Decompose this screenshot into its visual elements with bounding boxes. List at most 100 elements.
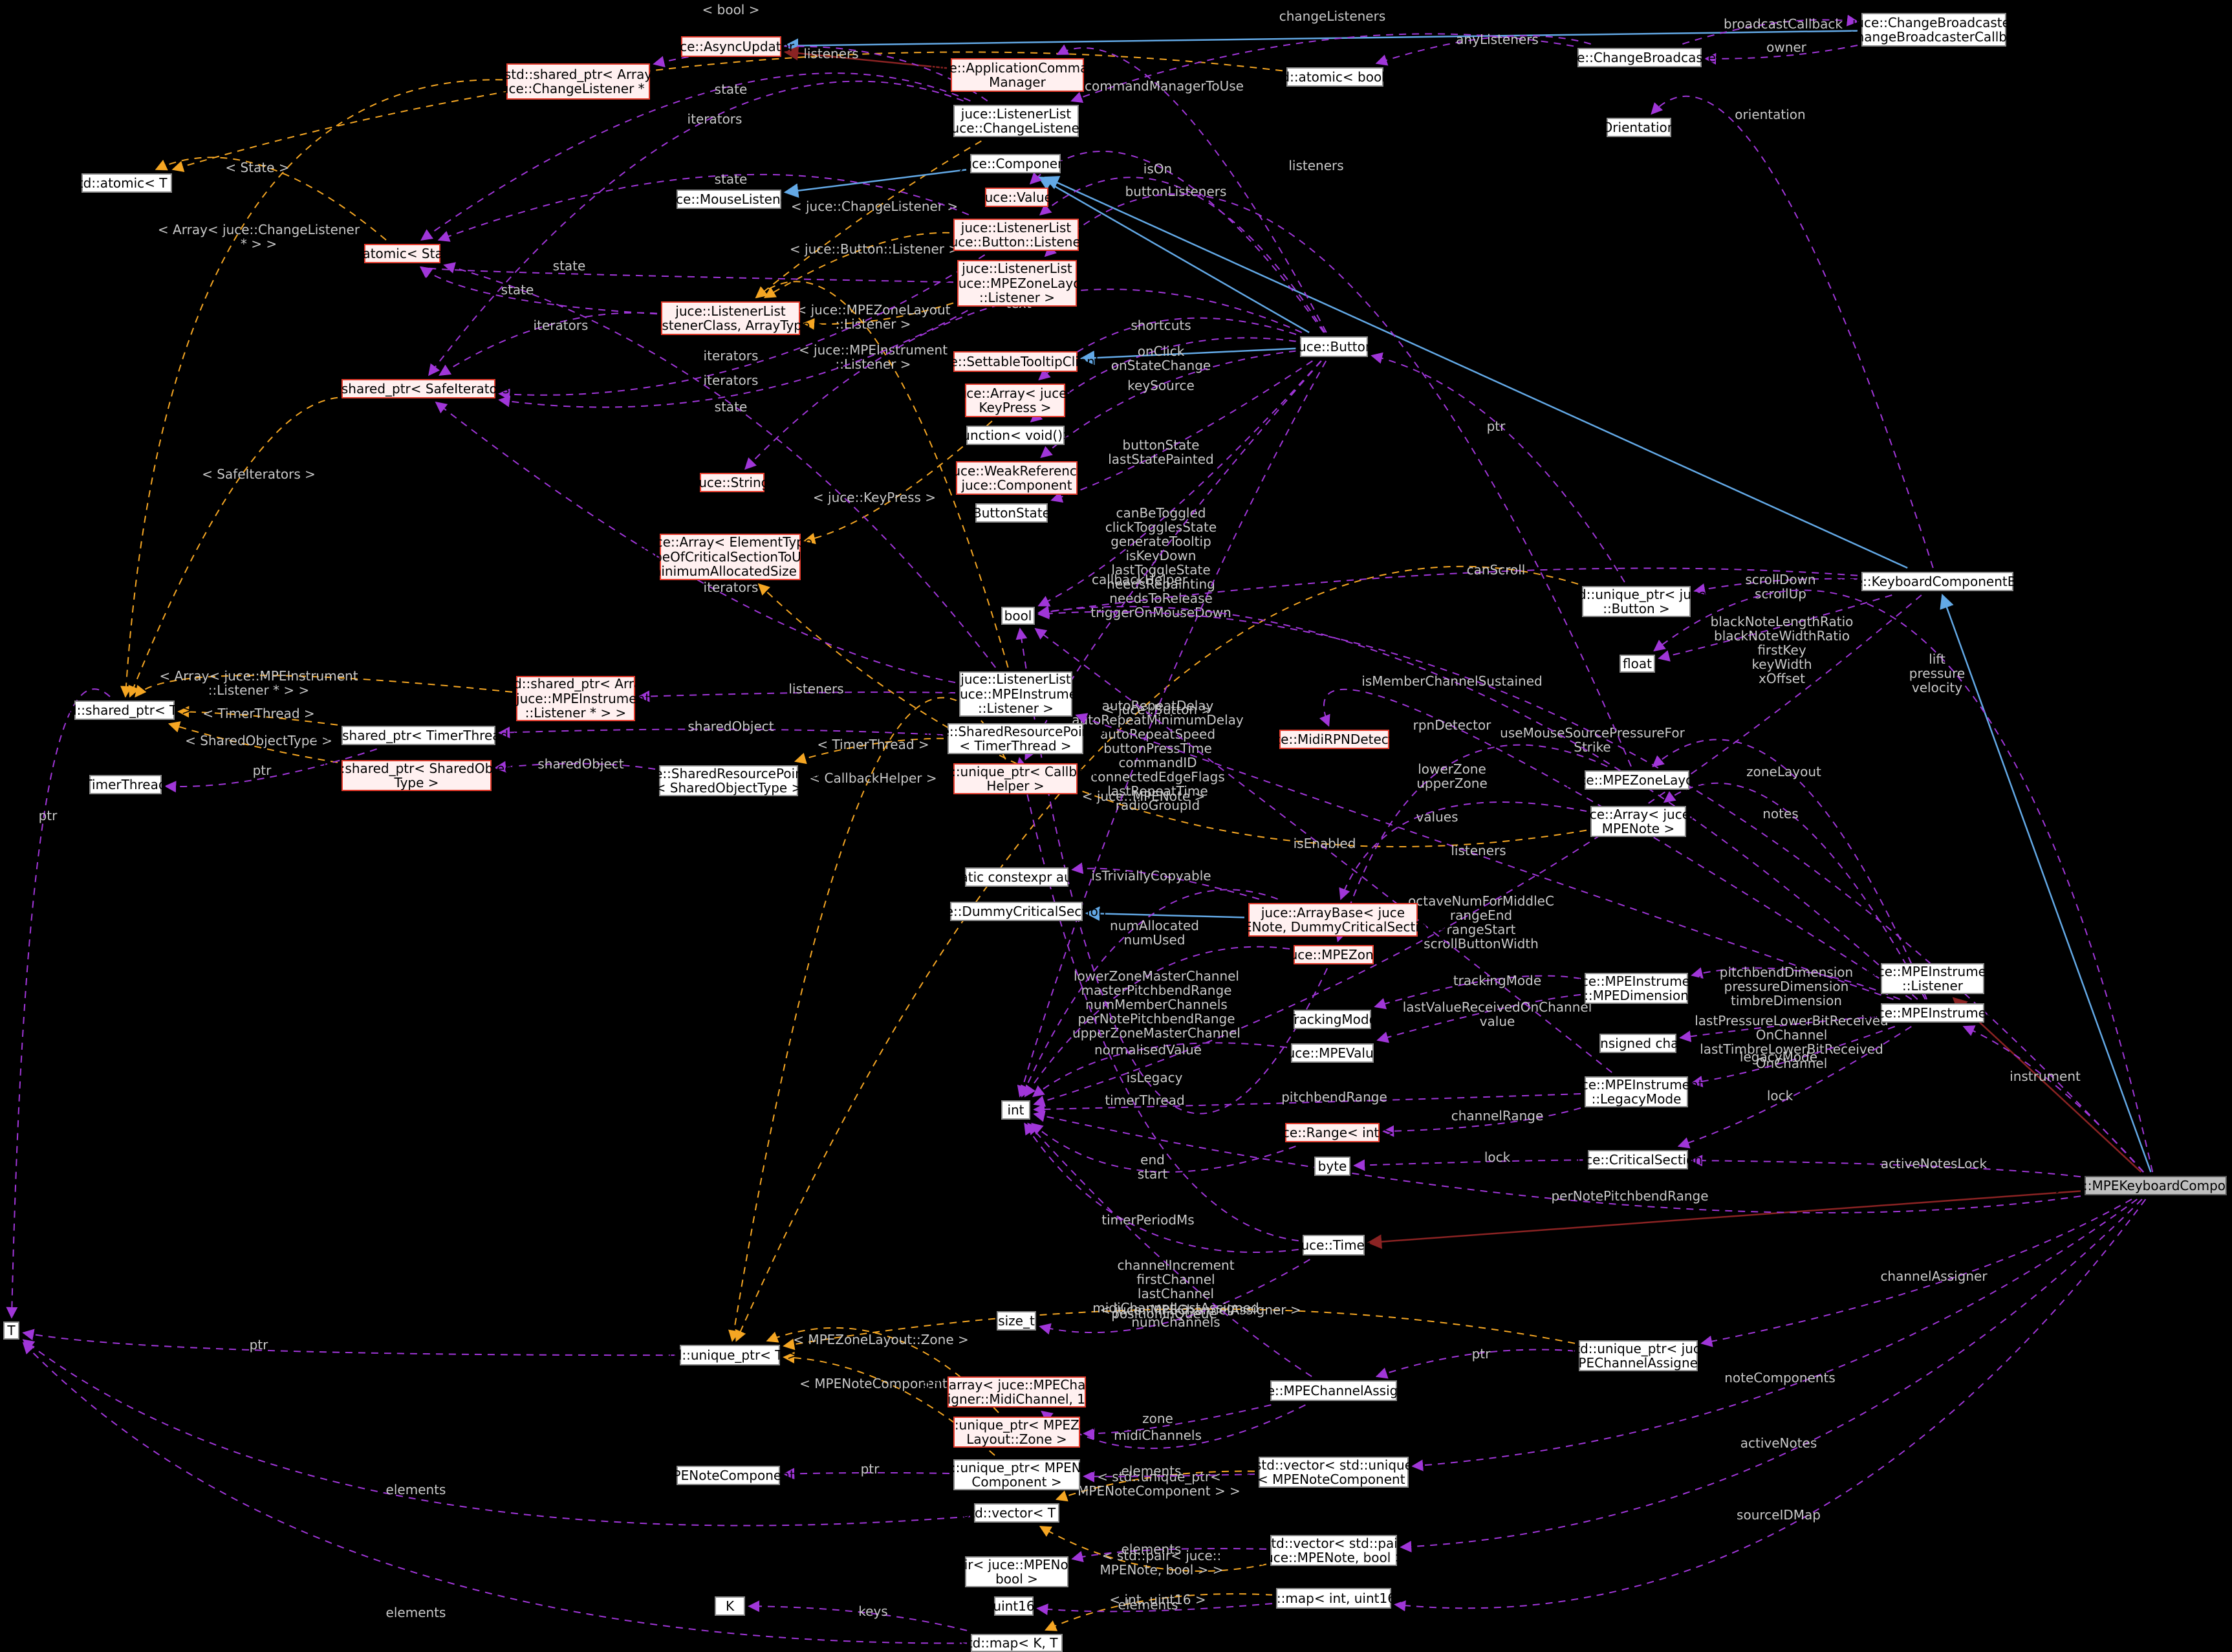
node-settableTooltip[interactable]: juce::SettableTooltipClient xyxy=(931,351,1100,372)
node-spSafeIter[interactable]: std::shared_ptr< SafeIterators > xyxy=(312,379,525,398)
node-llTemplate[interactable]: juce::ListenerList < ListenerClass, Arra… xyxy=(636,301,825,335)
node-zoneLayout[interactable]: juce::MPEZoneLayout xyxy=(1567,770,1707,790)
edge-llButton-spSafeIter xyxy=(498,254,986,400)
node-atomicT[interactable]: std::atomic< T > xyxy=(71,173,182,193)
node-byteBox[interactable]: byte xyxy=(1314,1157,1350,1176)
node-srpTimer[interactable]: juce::SharedResourcePointer < TimerThrea… xyxy=(922,723,1109,754)
node-changeBroadcaster[interactable]: juce::ChangeBroadcaster xyxy=(1558,48,1721,67)
edge-mpeValue-intBox xyxy=(1032,1042,1288,1098)
node-arrayKeyPress[interactable]: juce::Array< juce:: KeyPress > xyxy=(955,384,1076,417)
node-vectorT[interactable]: std::vector< T > xyxy=(963,1503,1070,1523)
edge-llButton-llTemplate xyxy=(763,232,950,298)
node-vecNote[interactable]: std::vector< std::unique _ptr< MPENoteCo… xyxy=(1232,1457,1435,1488)
node-mpeDim[interactable]: juce::MPEInstrument ::MPEDimension xyxy=(1569,973,1704,1004)
node-upT[interactable]: std::unique_ptr< T > xyxy=(662,1345,798,1365)
node-weakRef[interactable]: juce::WeakReference < juce::Component > xyxy=(946,461,1087,495)
edge-mpeKC-critSec xyxy=(1691,1155,2081,1178)
node-sizeT[interactable]: size_t xyxy=(997,1311,1036,1331)
node-legacyMode[interactable]: juce::MPEInstrument ::LegacyMode xyxy=(1569,1076,1704,1107)
node-mpeListener[interactable]: juce::MPEInstrument ::Listener xyxy=(1865,963,2000,994)
node-llButton[interactable]: juce::ListenerList < juce::Button::Liste… xyxy=(931,219,1101,251)
node-floatBox[interactable]: float xyxy=(1620,655,1655,673)
edge-llMPE-spSafeIter xyxy=(435,401,956,684)
node-llChange[interactable]: juce::ListenerList < juce::ChangeListene… xyxy=(932,105,1100,137)
node-noteComp[interactable]: MPENoteComponent xyxy=(662,1466,795,1485)
node-kbBase[interactable]: juce::KeyboardComponentBase xyxy=(1836,572,2039,591)
node-arrMidi[interactable]: std::array< juce::MPEChannel Assigner::M… xyxy=(920,1376,1114,1407)
edge-label-kbBase-orientation: orientation xyxy=(1735,107,1805,122)
edge-label-llChange-spSafeIter: iterators xyxy=(688,111,742,127)
node-critSec[interactable]: juce::CriticalSection xyxy=(1574,1150,1702,1169)
node-asyncUpdater[interactable]: juce::AsyncUpdater xyxy=(668,36,794,57)
node-mpeValue[interactable]: juce::MPEValue xyxy=(1283,1043,1381,1063)
node-trackingMode[interactable]: TrackingMode xyxy=(1288,1010,1377,1029)
node-mpeZone[interactable]: juce::MPEZone xyxy=(1286,945,1381,964)
node-cbCallback[interactable]: juce::ChangeBroadcaster ::ChangeBroadcas… xyxy=(1838,13,2030,47)
node-kBox[interactable]: K xyxy=(715,1596,745,1616)
node-mpeKC[interactable]: juce::MPEKeyboardComponent xyxy=(2056,1176,2232,1195)
node-mouseListener[interactable]: juce::MouseListener xyxy=(664,190,794,209)
node-staticAuto[interactable]: static constexpr auto xyxy=(948,867,1085,887)
node-stringBox[interactable]: juce::String xyxy=(695,473,769,492)
node-mpeInstr[interactable]: juce::MPEInstrument xyxy=(1866,1003,2000,1023)
node-component[interactable]: juce::Component xyxy=(960,154,1071,173)
edge-label-legacyMode-rangeInt: channelRange xyxy=(1451,1108,1544,1124)
node-value[interactable]: juce::Value xyxy=(981,188,1052,207)
edge-kbBase-component xyxy=(1044,176,1908,569)
node-assigner[interactable]: juce::MPEChannelAssigner xyxy=(1248,1380,1420,1401)
node-arrayBase[interactable]: juce::ArrayBase< juce ::MPENote, DummyCr… xyxy=(1216,903,1450,937)
edge-llChange-atomicState xyxy=(420,72,971,241)
node-pairNote[interactable]: pair< juce::MPENote, bool > xyxy=(948,1556,1086,1587)
node-intBox[interactable]: int xyxy=(1001,1100,1030,1120)
node-atomicState[interactable]: std::atomic< State > xyxy=(334,244,471,263)
node-boolBox[interactable]: bool xyxy=(1001,607,1035,625)
edge-spTimer-timerThreadBox xyxy=(164,748,377,793)
node-rangeInt[interactable]: juce::Range< int > xyxy=(1271,1123,1394,1142)
node-spShared[interactable]: std::shared_ptr< SharedObject Type > xyxy=(316,760,517,791)
node-buttonStateBox[interactable]: ButtonState xyxy=(973,503,1050,523)
node-vecPair[interactable]: std::vector< std::pair < juce::MPENote, … xyxy=(1246,1535,1421,1566)
edge-label-critSec-byteBox: lock xyxy=(1484,1149,1511,1165)
edge-label-llMPE-atomicState: state xyxy=(715,399,748,415)
edge-label-vecPair-pairNote: elements xyxy=(1121,1541,1182,1557)
node-spT[interactable]: std::shared_ptr< T > xyxy=(57,701,192,720)
node-arrayTemplate[interactable]: juce::Array< ElementType, TypeOfCritical… xyxy=(640,534,820,580)
edge-label-button-value: isOn xyxy=(1143,161,1172,177)
node-upButton[interactable]: std::unique_ptr< juce ::Button > xyxy=(1566,586,1707,617)
node-dummyCS[interactable]: juce::DummyCriticalSection xyxy=(926,902,1107,921)
node-spArrayMPE[interactable]: std::shared_ptr< Array < juce::MPEInstru… xyxy=(501,676,651,721)
edge-label-button-weakRef: keySource xyxy=(1127,378,1195,393)
edge-label-timer-sizeT: positionInQueue xyxy=(1111,1306,1217,1321)
node-spArrayCL[interactable]: std::shared_ptr< Array < juce::ChangeLis… xyxy=(482,63,675,100)
node-appCmdMgr[interactable]: juce::ApplicationCommand Manager xyxy=(930,58,1105,92)
edge-mpeKC-floatBox xyxy=(1653,589,2154,1173)
node-uChar[interactable]: unsigned char xyxy=(1592,1034,1684,1053)
edge-upNoteComp-upT xyxy=(783,1351,995,1456)
node-mapKT[interactable]: std::map< K, T > xyxy=(960,1634,1073,1652)
node-srpShared[interactable]: juce::SharedResourcePointer < SharedObje… xyxy=(635,765,822,796)
edge-button-functionVoid xyxy=(1030,337,1297,423)
node-atomicBool[interactable]: std::atomic< bool > xyxy=(1270,67,1400,87)
node-mapIU[interactable]: std::map< int, uint16 > xyxy=(1257,1588,1411,1609)
node-llMPE[interactable]: juce::ListenerList < juce::MPEInstrument… xyxy=(941,671,1090,717)
node-timerThreadBox[interactable]: TimerThread xyxy=(84,775,167,794)
node-midiRPN[interactable]: juce::MidiRPNDetector xyxy=(1262,730,1407,749)
node-uint16Box[interactable]: uint16 xyxy=(993,1596,1035,1616)
node-spTimer[interactable]: std::shared_ptr< TimerThread > xyxy=(314,726,523,745)
node-upZone[interactable]: std::unique_ptr< MPEZone Layout::Zone > xyxy=(930,1417,1103,1448)
node-upCallback[interactable]: std::unique_ptr< Callback Helper > xyxy=(931,763,1100,794)
node-tBox[interactable]: T xyxy=(3,1321,19,1340)
node-upNoteComp[interactable]: std::unique_ptr< MPENote Component > xyxy=(931,1459,1103,1490)
node-upAssigner[interactable]: std::unique_ptr< juce ::MPEChannelAssign… xyxy=(1558,1340,1718,1371)
edge-label-mpeValue-intBox: normalisedValue xyxy=(1094,1042,1202,1058)
node-button[interactable]: juce::Button xyxy=(1295,336,1374,357)
node-llZone[interactable]: juce::ListenerList < juce::MPEZoneLayout… xyxy=(940,260,1094,307)
node-functionVoid[interactable]: function< void()> xyxy=(957,426,1074,445)
node-orientation[interactable]: Orientation xyxy=(1603,118,1675,137)
node-arrayMPENote[interactable]: juce::Array< juce:: MPENote > xyxy=(1577,806,1699,837)
node-timer[interactable]: juce::Timer xyxy=(1297,1235,1370,1255)
